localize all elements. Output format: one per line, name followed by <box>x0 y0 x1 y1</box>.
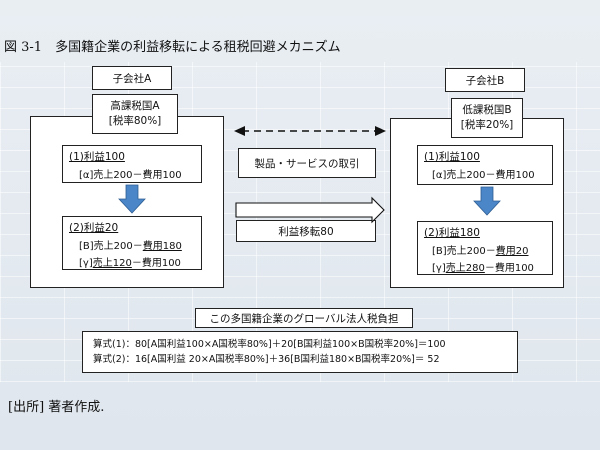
company-b-tax-country: 低課税国B <box>462 104 512 116</box>
company-b-profit-2-line-g: [γ]売上280－費用100 <box>432 259 552 274</box>
figure-title: 図 3-1 多国籍企業の利益移転による租税回避メカニズム <box>4 40 341 55</box>
global-tax-title-box: この多国籍企業のグローバル法人税負担 <box>195 308 413 328</box>
company-b-tax-rate: [税率20%] <box>460 119 514 131</box>
company-b-line-g-suffix: －費用100 <box>484 263 534 274</box>
company-a-tax-box: 高課税国A [税率80%] <box>92 94 178 134</box>
profit-transfer-label: 利益移転80 <box>278 225 334 238</box>
company-a-name: 子会社A <box>112 72 152 85</box>
company-a-profit-1-line: [α]売上200－費用100 <box>79 170 182 181</box>
transaction-label-box: 製品・サービスの取引 <box>238 148 376 178</box>
company-b-tax-box: 低課税国B [税率20%] <box>451 98 523 138</box>
formula-2: 算式(2)：16[A国利益 20×A国税率80%]＋36[B国利益180×B国税… <box>93 354 440 365</box>
company-a-line-g-sales: 売上120 <box>92 258 132 269</box>
transaction-label: 製品・サービスの取引 <box>254 157 360 170</box>
company-a-profit-1-box: (1)利益100 [α]売上200－費用100 <box>62 145 202 183</box>
company-a-line-b-prefix: [B]売上200－ <box>79 241 143 252</box>
company-a-profit-2-line-b: [B]売上200－費用180 <box>79 237 201 252</box>
company-b-profit-2-box: (2)利益180 [B]売上200－費用20 [γ]売上280－費用100 <box>417 221 553 275</box>
company-a-line-g-suffix: －費用100 <box>131 258 181 269</box>
company-a-line-g-prefix: [γ] <box>79 258 93 269</box>
company-b-name: 子会社B <box>465 74 505 87</box>
company-b-line-b-prefix: [B]売上200－ <box>432 246 496 257</box>
company-a-name-box: 子会社A <box>92 66 172 90</box>
company-a-line-b-cost: 費用180 <box>142 241 182 252</box>
company-a-tax-country: 高課税国A <box>110 100 160 112</box>
company-b-profit-2-title: (2)利益180 <box>424 227 480 239</box>
company-b-profit-2-line-b: [B]売上200－費用20 <box>432 242 552 257</box>
transaction-dashed-arrow <box>234 126 386 136</box>
source-note: [出所] 著者作成. <box>8 400 105 415</box>
company-a-tax-rate: [税率80%] <box>108 115 162 127</box>
profit-transfer-label-box: 利益移転80 <box>236 220 376 242</box>
company-b-profit-1-box: (1)利益100 [α]売上200－費用100 <box>417 145 553 185</box>
company-a-profit-1-title: (1)利益100 <box>69 151 125 163</box>
global-tax-title: この多国籍企業のグローバル法人税負担 <box>209 312 399 325</box>
company-b-down-arrow <box>473 186 501 216</box>
company-b-line-g-prefix: [γ] <box>432 263 446 274</box>
formula-1: 算式(1)：80[A国利益100×A国税率80%]＋20[B国利益100×B国税… <box>93 339 446 350</box>
company-a-profit-2-box: (2)利益20 [B]売上200－費用180 [γ]売上120－費用100 <box>62 216 202 270</box>
company-b-line-b-cost: 費用20 <box>495 246 529 257</box>
company-b-profit-1-title: (1)利益100 <box>424 151 480 163</box>
company-b-profit-1-line: [α]売上200－費用100 <box>432 170 535 181</box>
company-b-name-box: 子会社B <box>445 68 525 92</box>
company-a-profit-2-title: (2)利益20 <box>69 222 119 234</box>
company-a-profit-2-line-g: [γ]売上120－費用100 <box>79 254 201 269</box>
profit-transfer-arrow <box>235 196 385 224</box>
formula-box: 算式(1)：80[A国利益100×A国税率80%]＋20[B国利益100×B国税… <box>82 331 518 373</box>
company-a-down-arrow <box>118 184 146 214</box>
company-b-line-g-sales: 売上280 <box>445 263 485 274</box>
